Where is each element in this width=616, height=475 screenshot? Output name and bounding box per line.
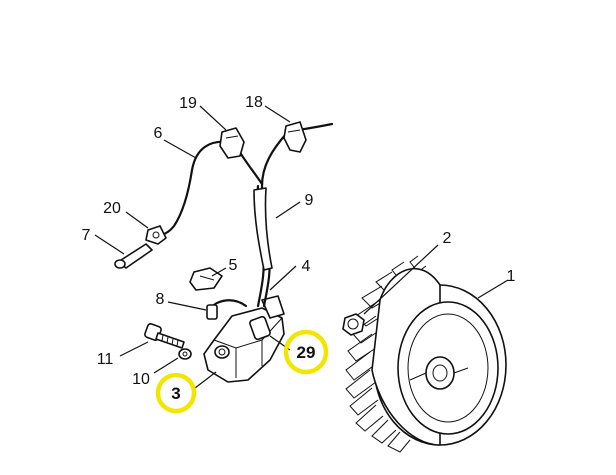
callout-3: 3 (171, 384, 180, 403)
callout-1: 1 (507, 268, 516, 285)
grommet-19-part (219, 127, 245, 159)
callout-11: 11 (97, 351, 114, 368)
terminal-5-part (189, 267, 223, 291)
callout-20: 20 (103, 200, 121, 217)
callout-6: 6 (154, 125, 163, 142)
connector-8-part (206, 304, 218, 320)
ignition-module-part (203, 295, 285, 383)
grommet-18-part (283, 121, 307, 153)
callout-19: 19 (179, 95, 197, 112)
callout-18: 18 (245, 94, 263, 111)
screw-part (144, 323, 185, 349)
highlight-ring-29 (283, 329, 329, 375)
leader-lines (94, 105, 509, 389)
flywheel-part (345, 255, 507, 453)
nut-part (342, 313, 365, 336)
callout-10: 10 (132, 371, 150, 388)
callout-4: 4 (302, 258, 311, 275)
flywheel-hub (425, 356, 455, 390)
highlight-ring-3 (155, 372, 197, 414)
clip-20-part (145, 225, 167, 245)
washer-part (178, 348, 192, 360)
callout-7: 7 (82, 227, 91, 244)
callout-2: 2 (443, 230, 452, 247)
wiring-harness (152, 122, 334, 314)
callout-9: 9 (305, 192, 314, 209)
callout-5: 5 (229, 257, 238, 274)
callout-8: 8 (156, 291, 165, 308)
callout-29: 29 (297, 343, 316, 362)
terminal-7-part (114, 243, 153, 269)
